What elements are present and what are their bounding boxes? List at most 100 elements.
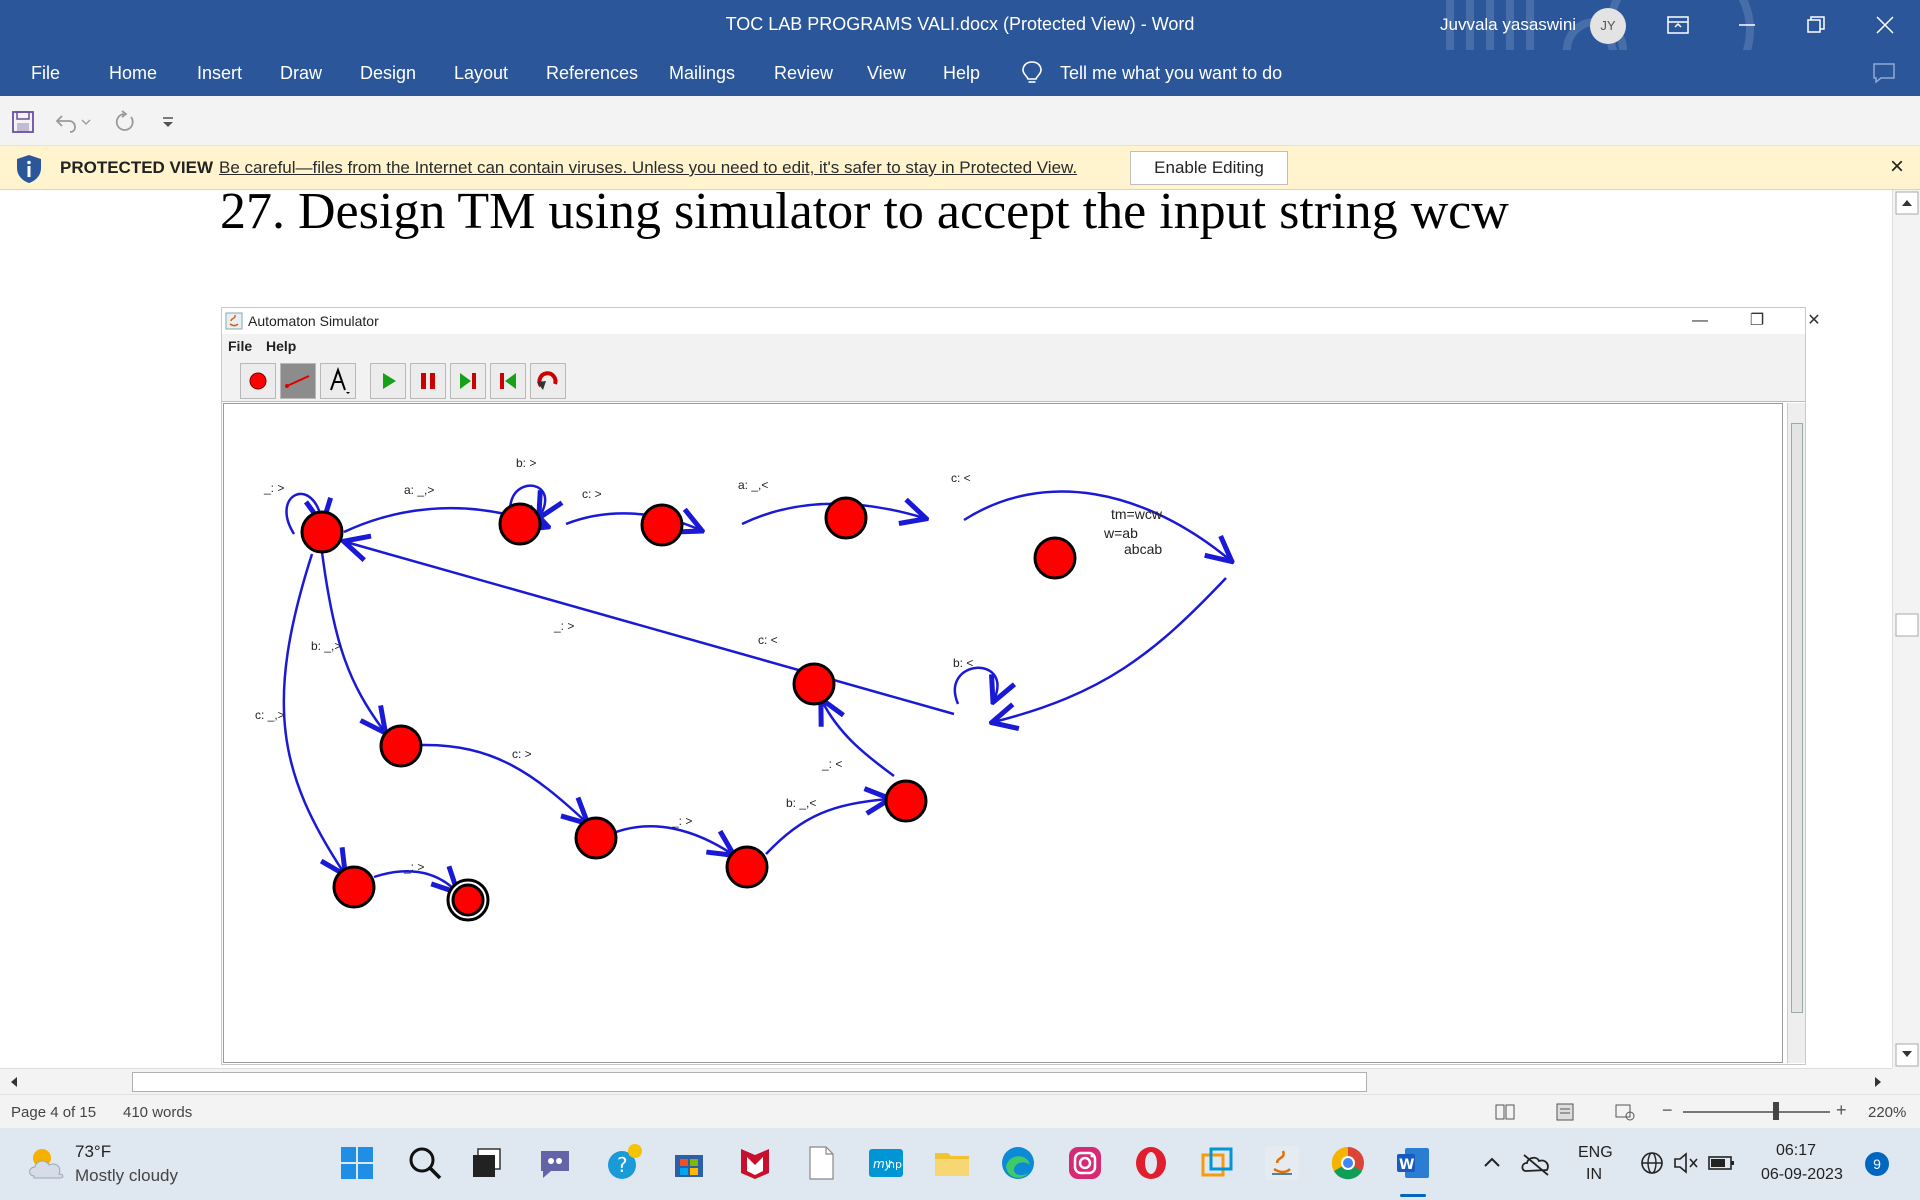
pause-icon[interactable]	[410, 363, 446, 399]
tab-design[interactable]: Design	[360, 63, 417, 83]
tab-view[interactable]: View	[867, 63, 906, 83]
weather-description[interactable]: Mostly cloudy	[75, 1166, 178, 1185]
avatar[interactable]: JY	[1590, 8, 1626, 44]
transition-label: c: <	[758, 633, 778, 647]
lightbulb-icon[interactable]	[1020, 60, 1044, 86]
state-tool-icon[interactable]	[240, 363, 276, 399]
volume-muted-icon[interactable]	[1672, 1143, 1700, 1183]
undo-dropdown-icon[interactable]	[80, 110, 92, 134]
teams-chat-icon[interactable]	[535, 1143, 575, 1183]
java-icon[interactable]	[1262, 1143, 1302, 1183]
zoom-level[interactable]: 220%	[1868, 1104, 1907, 1121]
text-tool-icon[interactable]	[320, 363, 356, 399]
file-explorer-icon[interactable]	[932, 1143, 972, 1183]
simulator-menu-help[interactable]: Help	[266, 338, 297, 354]
zoom-out-icon[interactable]: −	[1662, 1100, 1673, 1120]
tab-draw[interactable]: Draw	[280, 63, 323, 83]
mcafee-icon[interactable]	[735, 1143, 775, 1183]
battery-icon[interactable]	[1706, 1143, 1736, 1183]
tab-file[interactable]: File	[31, 63, 61, 83]
weather-cloudy-icon[interactable]	[26, 1144, 68, 1182]
state-node	[884, 779, 928, 823]
redo-icon[interactable]	[112, 110, 136, 134]
simulator-vertical-scrollbar[interactable]	[1787, 403, 1805, 1063]
edge-browser-icon[interactable]	[998, 1143, 1038, 1183]
microsoft-store-icon[interactable]	[669, 1143, 709, 1183]
tab-mailings[interactable]: Mailings	[669, 63, 736, 83]
save-icon[interactable]	[11, 110, 35, 134]
search-icon[interactable]	[405, 1143, 445, 1183]
zoom-slider-thumb[interactable]	[1773, 1102, 1779, 1120]
transition-label: _: <	[821, 757, 842, 771]
undo-icon[interactable]	[530, 363, 566, 399]
task-view-icon[interactable]	[468, 1143, 508, 1183]
network-globe-icon[interactable]	[1638, 1143, 1666, 1183]
simulator-menu-file[interactable]: File	[228, 338, 253, 354]
blank-document-icon[interactable]	[801, 1143, 841, 1183]
onedrive-offline-icon[interactable]	[1520, 1143, 1552, 1183]
simulator-title-bar: Automaton Simulator — ❐ ✕	[222, 308, 1821, 334]
simulator-close-icon[interactable]: ✕	[1807, 312, 1821, 329]
status-bar: Page 4 of 15 410 words − + 220%	[0, 1094, 1920, 1128]
close-icon[interactable]	[1865, 6, 1905, 44]
minimize-icon[interactable]	[1727, 6, 1767, 44]
state-node	[640, 503, 684, 547]
ribbon-display-options-icon[interactable]	[1658, 6, 1698, 44]
tell-me-search[interactable]: Tell me what you want to do	[1060, 63, 1283, 83]
instagram-icon[interactable]	[1065, 1143, 1105, 1183]
word-icon[interactable]: W	[1393, 1143, 1433, 1183]
tab-review[interactable]: Review	[774, 63, 834, 83]
web-layout-icon[interactable]	[1615, 1103, 1635, 1121]
close-icon[interactable]: ×	[1889, 153, 1904, 180]
state-node	[379, 724, 423, 768]
weather-temperature[interactable]: 73°F	[75, 1142, 112, 1161]
transition-edge	[373, 871, 456, 891]
vertical-scrollbar[interactable]	[1892, 190, 1920, 1068]
print-layout-icon[interactable]	[1555, 1103, 1575, 1121]
tab-home[interactable]: Home	[109, 63, 158, 83]
horizontal-scroll-thumb[interactable]	[132, 1072, 1367, 1092]
reset-icon[interactable]	[490, 363, 526, 399]
undo-icon[interactable]	[54, 110, 78, 134]
word-count[interactable]: 410 words	[123, 1104, 193, 1121]
language-indicator[interactable]: ENG	[1578, 1144, 1613, 1161]
hp-support-icon[interactable]	[1197, 1143, 1237, 1183]
simulator-scroll-thumb[interactable]	[1791, 423, 1803, 1013]
state-node	[1033, 536, 1077, 580]
clock-date[interactable]: 06-09-2023	[1761, 1166, 1843, 1183]
state-node	[498, 502, 542, 546]
region-indicator[interactable]: IN	[1586, 1166, 1602, 1183]
transition-tool-icon[interactable]	[280, 363, 316, 399]
get-help-icon[interactable]: ?	[604, 1143, 644, 1183]
windows-start-icon[interactable]	[337, 1143, 377, 1183]
zoom-slider[interactable]	[1683, 1111, 1830, 1113]
simulator-canvas[interactable]: _: > a: _,> b: > c: > a: _,< c: < _: > c…	[223, 403, 1783, 1063]
enable-editing-button[interactable]: Enable Editing	[1130, 151, 1288, 185]
opera-icon[interactable]	[1131, 1143, 1171, 1183]
horizontal-scrollbar[interactable]	[0, 1068, 1892, 1094]
chrome-icon[interactable]	[1328, 1143, 1368, 1183]
simulator-minimize-icon[interactable]: —	[1692, 312, 1708, 329]
play-icon[interactable]	[370, 363, 406, 399]
tab-layout[interactable]: Layout	[454, 63, 509, 83]
tab-references[interactable]: References	[546, 63, 639, 83]
tab-help[interactable]: Help	[943, 63, 981, 83]
notification-badge[interactable]: 9	[1865, 1152, 1889, 1176]
user-name[interactable]: Juvvala yasaswini	[1440, 15, 1577, 34]
protected-view-message-link[interactable]: Be careful—files from the Internet can c…	[219, 158, 1078, 177]
simulator-restore-icon[interactable]: ❐	[1749, 312, 1765, 329]
zoom-in-icon[interactable]: +	[1836, 1100, 1847, 1120]
step-icon[interactable]	[450, 363, 486, 399]
chevron-up-icon[interactable]	[1480, 1143, 1504, 1183]
read-mode-icon[interactable]	[1495, 1103, 1515, 1121]
comments-icon[interactable]	[1872, 62, 1896, 84]
active-app-indicator	[1400, 1194, 1426, 1197]
restore-icon[interactable]	[1796, 6, 1836, 44]
transition-edge	[953, 666, 998, 704]
page-count[interactable]: Page 4 of 15	[11, 1104, 97, 1121]
tab-insert[interactable]: Insert	[197, 63, 243, 83]
clock-time[interactable]: 06:17	[1776, 1142, 1817, 1159]
customize-toolbar-icon[interactable]	[160, 110, 176, 134]
transition-label: _: >	[671, 814, 692, 828]
